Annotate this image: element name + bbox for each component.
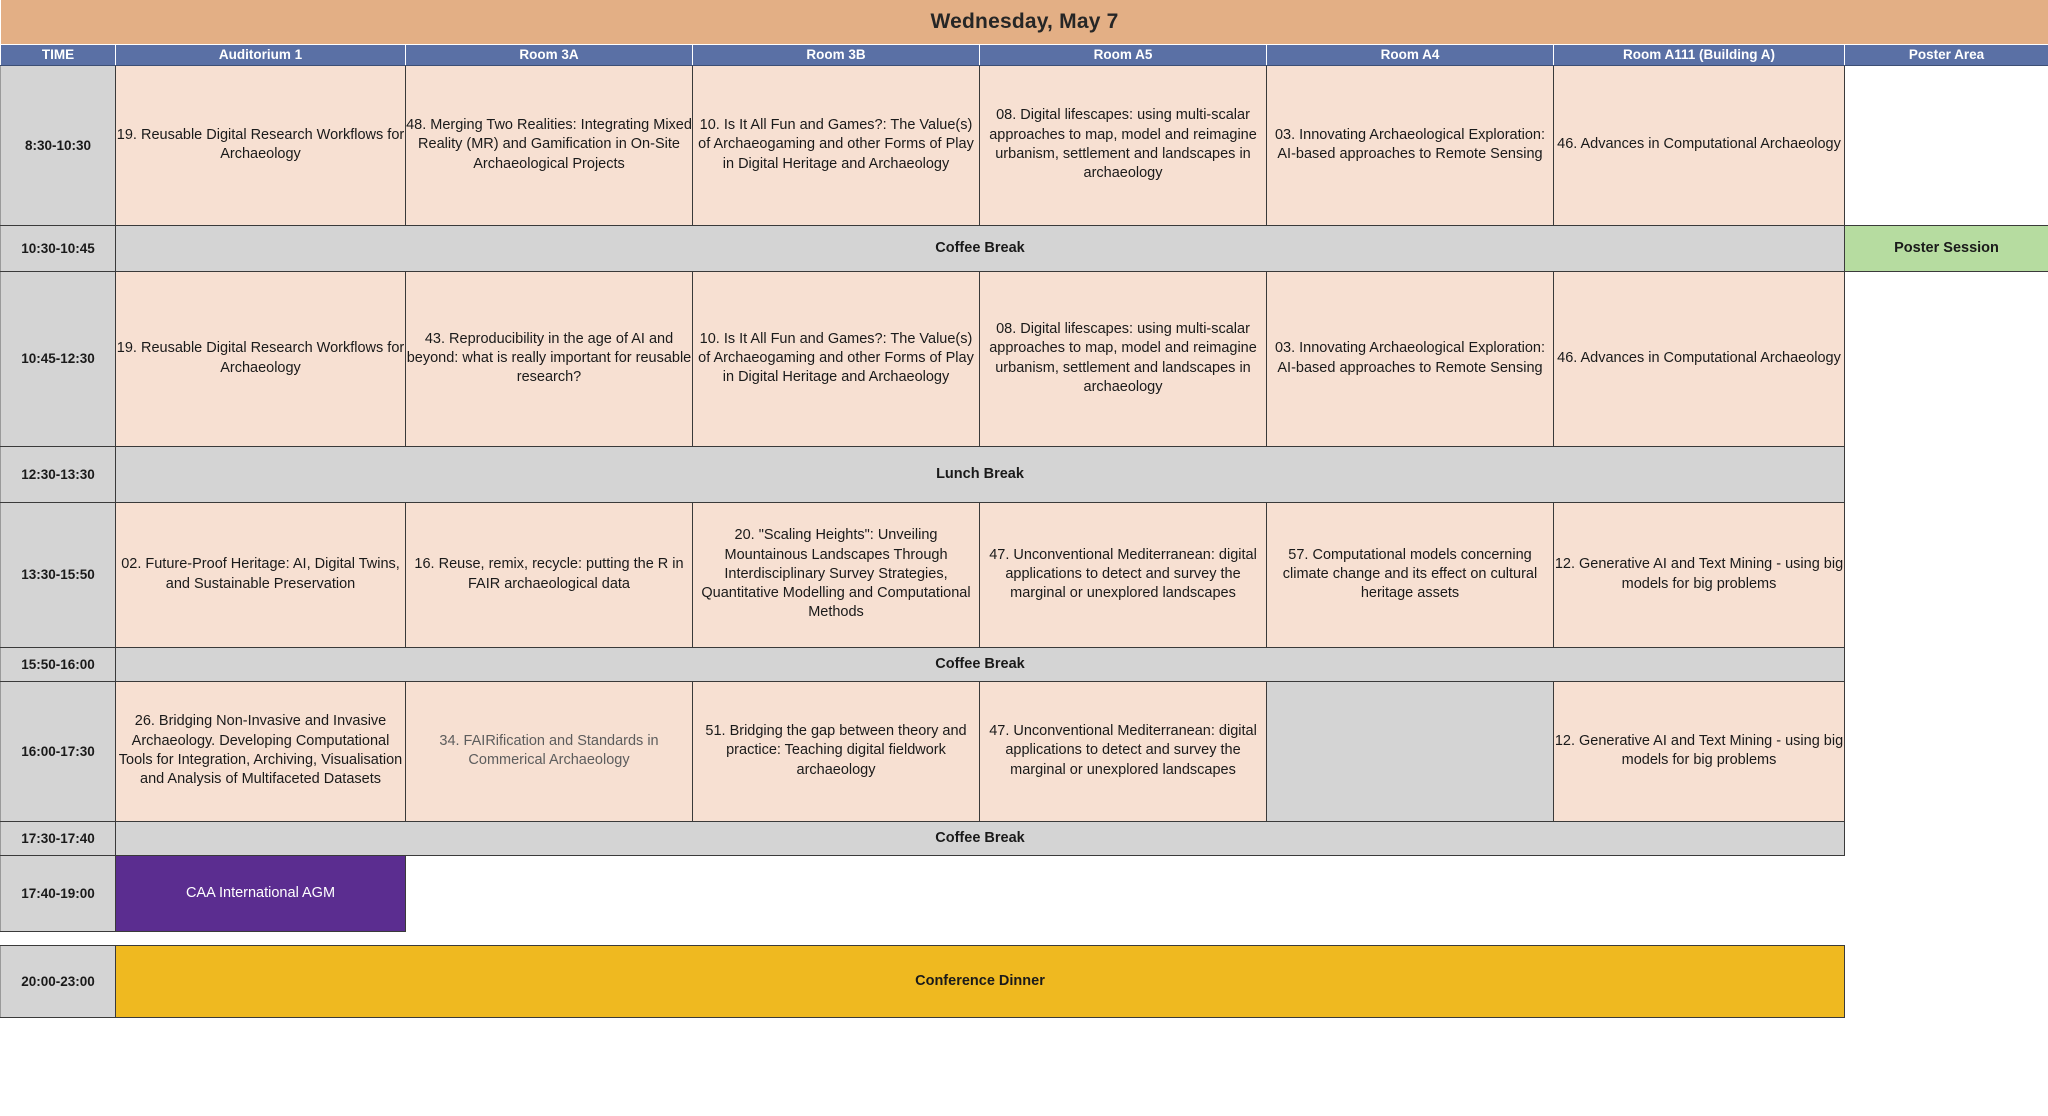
poster-empty-cell	[1844, 681, 2048, 821]
row-spacer	[0, 931, 2048, 945]
column-header-time[interactable]: TIME	[0, 44, 116, 66]
poster-empty-cell	[1844, 502, 2048, 647]
session-cell[interactable]: 10. Is It All Fun and Games?: The Value(…	[692, 270, 980, 447]
break-cell: Coffee Break	[115, 224, 1845, 272]
time-slot-label: 17:30-17:40	[0, 820, 116, 856]
agm-cell[interactable]: CAA International AGM	[115, 854, 406, 932]
column-header-aud1[interactable]: Auditorium 1	[115, 44, 406, 66]
session-cell[interactable]: 46. Advances in Computational Archaeolog…	[1553, 64, 1845, 226]
session-cell[interactable]: 51. Bridging the gap between theory and …	[692, 680, 980, 822]
time-slot-label: 20:00-23:00	[0, 944, 116, 1018]
schedule-row-1550-break: 15:50-16:00 Coffee Break	[0, 646, 2048, 682]
session-cell[interactable]: 03. Innovating Archaeological Exploratio…	[1266, 270, 1554, 447]
poster-empty-cell	[1844, 446, 2048, 502]
poster-empty-cell	[1844, 65, 2048, 225]
time-slot-label: 12:30-13:30	[0, 445, 116, 503]
session-cell[interactable]: 02. Future-Proof Heritage: AI, Digital T…	[115, 501, 406, 648]
column-header-ra5[interactable]: Room A5	[979, 44, 1267, 66]
schedule-row-0830: 8:30-10:30 19. Reusable Digital Research…	[0, 64, 2048, 226]
session-cell[interactable]: 47. Unconventional Mediterranean: digita…	[979, 501, 1267, 648]
session-cell[interactable]: 08. Digital lifescapes: using multi-scal…	[979, 64, 1267, 226]
schedule-row-1330: 13:30-15:50 02. Future-Proof Heritage: A…	[0, 501, 2048, 648]
time-slot-label: 8:30-10:30	[0, 64, 116, 226]
dinner-cell[interactable]: Conference Dinner	[115, 944, 1845, 1018]
schedule-row-1030-break: 10:30-10:45 Coffee Break Poster Session	[0, 224, 2048, 272]
time-slot-label: 16:00-17:30	[0, 680, 116, 822]
column-header-ra4[interactable]: Room A4	[1266, 44, 1554, 66]
poster-empty-cell	[1844, 945, 2048, 1017]
column-header-poster[interactable]: Poster Area	[1844, 44, 2048, 66]
schedule-row-1730-break: 17:30-17:40 Coffee Break	[0, 820, 2048, 856]
schedule-table: Wednesday, May 7 TIME Auditorium 1 Room …	[0, 0, 2048, 1018]
session-cell[interactable]: 03. Innovating Archaeological Exploratio…	[1266, 64, 1554, 226]
schedule-row-1230-break: 12:30-13:30 Lunch Break	[0, 445, 2048, 503]
session-cell[interactable]: 12. Generative AI and Text Mining - usin…	[1553, 501, 1845, 648]
agm-empty-cells	[405, 855, 2048, 931]
session-cell[interactable]: 20. "Scaling Heights": Unveiling Mountai…	[692, 501, 980, 648]
poster-empty-cell	[1844, 647, 2048, 681]
day-title-row: Wednesday, May 7	[0, 0, 2048, 45]
column-header-row: TIME Auditorium 1 Room 3A Room 3B Room A…	[0, 44, 2048, 66]
row-spacer-cell	[0, 931, 2048, 945]
session-cell[interactable]: 34. FAIRification and Standards in Comme…	[405, 680, 693, 822]
column-header-r3b[interactable]: Room 3B	[692, 44, 980, 66]
break-cell: Coffee Break	[115, 646, 1845, 682]
schedule-row-1045: 10:45-12:30 19. Reusable Digital Researc…	[0, 270, 2048, 447]
session-empty-cell	[1266, 681, 1554, 821]
time-slot-label: 17:40-19:00	[0, 854, 116, 932]
session-cell[interactable]: 26. Bridging Non-Invasive and Invasive A…	[115, 680, 406, 822]
time-slot-label: 15:50-16:00	[0, 646, 116, 682]
poster-empty-cell	[1844, 821, 2048, 855]
time-slot-label: 10:30-10:45	[0, 224, 116, 272]
break-cell: Lunch Break	[115, 445, 1845, 503]
session-cell[interactable]: 48. Merging Two Realities: Integrating M…	[405, 64, 693, 226]
session-cell[interactable]: 43. Reproducibility in the age of AI and…	[405, 270, 693, 447]
session-cell[interactable]: 19. Reusable Digital Research Workflows …	[115, 64, 406, 226]
poster-empty-cell	[1844, 271, 2048, 446]
time-slot-label: 10:45-12:30	[0, 270, 116, 447]
schedule-row-1600: 16:00-17:30 26. Bridging Non-Invasive an…	[0, 680, 2048, 822]
session-cell[interactable]: 47. Unconventional Mediterranean: digita…	[979, 680, 1267, 822]
break-cell: Coffee Break	[115, 820, 1845, 856]
session-cell[interactable]: 19. Reusable Digital Research Workflows …	[115, 270, 406, 447]
poster-session-cell[interactable]: Poster Session	[1844, 224, 2048, 272]
column-header-r3a[interactable]: Room 3A	[405, 44, 693, 66]
session-cell[interactable]: 08. Digital lifescapes: using multi-scal…	[979, 270, 1267, 447]
column-header-ra111[interactable]: Room A111 (Building A)	[1553, 44, 1845, 66]
session-cell[interactable]: 12. Generative AI and Text Mining - usin…	[1553, 680, 1845, 822]
session-cell[interactable]: 16. Reuse, remix, recycle: putting the R…	[405, 501, 693, 648]
schedule-row-1740-agm: 17:40-19:00 CAA International AGM	[0, 854, 2048, 932]
session-cell[interactable]: 46. Advances in Computational Archaeolog…	[1553, 270, 1845, 447]
time-slot-label: 13:30-15:50	[0, 501, 116, 648]
page-title: Wednesday, May 7	[0, 0, 2048, 45]
session-cell[interactable]: 10. Is It All Fun and Games?: The Value(…	[692, 64, 980, 226]
schedule-row-2000-dinner: 20:00-23:00 Conference Dinner	[0, 944, 2048, 1018]
session-cell[interactable]: 57. Computational models concerning clim…	[1266, 501, 1554, 648]
